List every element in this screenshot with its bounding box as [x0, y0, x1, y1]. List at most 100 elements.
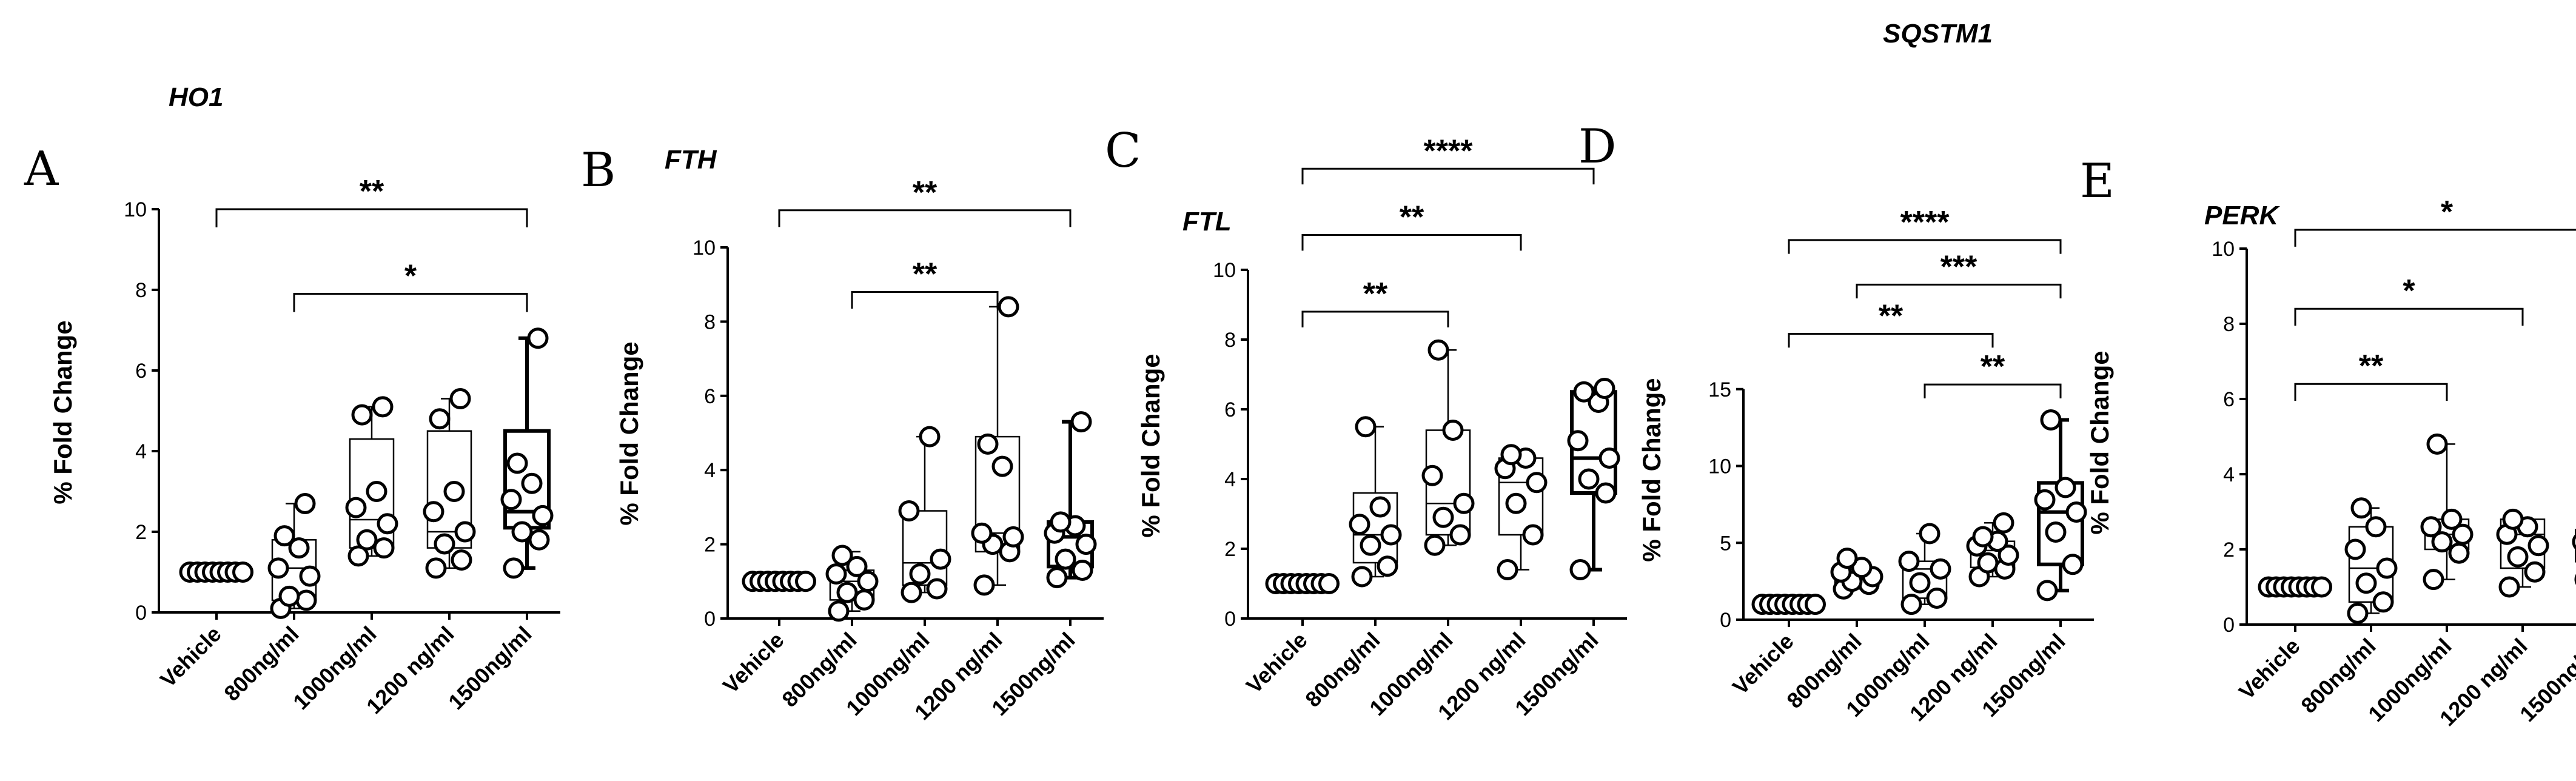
data-point — [1318, 573, 1340, 594]
data-point — [1002, 526, 1024, 548]
data-point — [443, 481, 465, 502]
gene-title: FTL — [1182, 207, 1232, 236]
y-axis-label: % Fold Change — [2085, 350, 2114, 534]
significance-bracket — [1301, 234, 1522, 251]
x-category-label: Vehicle — [155, 622, 226, 692]
gene-title: FTH — [665, 145, 717, 175]
data-point — [1046, 567, 1068, 589]
data-point — [299, 565, 321, 587]
data-point — [373, 537, 395, 559]
data-point — [1573, 381, 1595, 403]
data-point — [1449, 524, 1471, 546]
data-point — [1909, 572, 1931, 594]
data-point — [2365, 516, 2387, 538]
data-point — [449, 388, 471, 410]
data-point — [1805, 594, 1826, 615]
data-point — [1360, 534, 1381, 556]
data-point — [1598, 447, 1620, 469]
data-point — [1432, 506, 1454, 528]
data-point — [1351, 566, 1373, 588]
data-point — [2502, 508, 2524, 530]
y-tick-label: 6 — [704, 385, 716, 408]
y-tick-label: 0 — [704, 608, 716, 631]
data-point — [1997, 545, 2019, 566]
data-point — [1919, 523, 1940, 545]
significance-bracket — [1788, 239, 2062, 254]
y-tick-label: 2 — [2223, 538, 2235, 561]
data-point — [2040, 409, 2062, 431]
data-point — [1442, 420, 1464, 441]
data-point — [451, 549, 472, 571]
y-axis-label: % Fold Change — [1136, 354, 1165, 537]
data-point — [527, 327, 549, 349]
data-point — [971, 522, 993, 544]
y-tick-label: 4 — [1224, 468, 1236, 491]
x-category-label: Vehicle — [1241, 628, 1312, 699]
data-point — [930, 548, 951, 570]
data-point — [1595, 482, 1617, 504]
data-point — [2372, 591, 2394, 613]
data-point — [2355, 572, 2377, 594]
y-tick-label: 0 — [2223, 614, 2235, 637]
y-tick-label: 10 — [124, 198, 147, 221]
significance-label: *** — [1940, 249, 1977, 284]
data-point — [294, 492, 316, 514]
data-point — [1578, 468, 1600, 490]
y-tick-label: 2 — [135, 521, 147, 544]
y-axis-label: % Fold Change — [615, 341, 643, 525]
significance-label: ** — [2359, 349, 2384, 384]
data-point — [857, 571, 879, 592]
y-tick-label: 10 — [2212, 238, 2235, 261]
data-point — [2376, 557, 2398, 579]
data-point — [521, 472, 543, 494]
y-axis-label: % Fold Change — [49, 320, 77, 504]
y-tick-label: 0 — [1224, 608, 1236, 631]
data-point — [454, 521, 476, 543]
y-tick-label: 5 — [1720, 532, 1731, 555]
significance-label: ** — [1879, 298, 1903, 334]
data-point — [828, 600, 850, 622]
y-tick-label: 10 — [1708, 455, 1731, 478]
data-point — [532, 504, 554, 526]
significance-bracket — [2294, 307, 2524, 326]
data-point — [425, 557, 447, 579]
data-point — [2431, 531, 2453, 553]
y-tick-label: 0 — [1720, 609, 1731, 632]
data-point — [1055, 548, 1076, 570]
data-point — [1453, 492, 1475, 514]
y-tick-label: 4 — [135, 440, 147, 463]
data-point — [909, 563, 931, 585]
y-tick-label: 2 — [1224, 538, 1236, 561]
data-point — [1497, 559, 1518, 580]
gene-title: HO1 — [169, 82, 223, 112]
significance-bracket — [1788, 332, 1994, 348]
significance-label: ** — [1400, 200, 1424, 235]
x-category-label: Vehicle — [2234, 634, 2305, 705]
panel-letter: C — [1105, 124, 1141, 178]
data-point — [926, 578, 948, 600]
data-point — [1380, 524, 1402, 546]
data-point — [2311, 576, 2332, 598]
data-point — [2420, 516, 2442, 538]
data-point — [2441, 508, 2463, 530]
data-point — [1355, 416, 1377, 438]
significance-label: ** — [1981, 349, 2005, 384]
y-tick-label: 4 — [704, 459, 716, 482]
panel-letter: A — [24, 142, 59, 196]
y-tick-label: 2 — [704, 534, 716, 557]
significance-label: **** — [1900, 205, 1950, 240]
data-point — [1369, 496, 1391, 518]
significance-bracket — [1301, 167, 1595, 185]
data-point — [2062, 554, 2084, 575]
data-point — [2065, 501, 2087, 523]
data-point — [831, 545, 853, 566]
significance-bracket — [293, 293, 528, 312]
data-point — [795, 571, 816, 592]
data-point — [351, 404, 373, 426]
significance-label: ** — [360, 174, 384, 209]
data-point — [429, 408, 451, 430]
y-tick-label: 0 — [135, 602, 147, 625]
